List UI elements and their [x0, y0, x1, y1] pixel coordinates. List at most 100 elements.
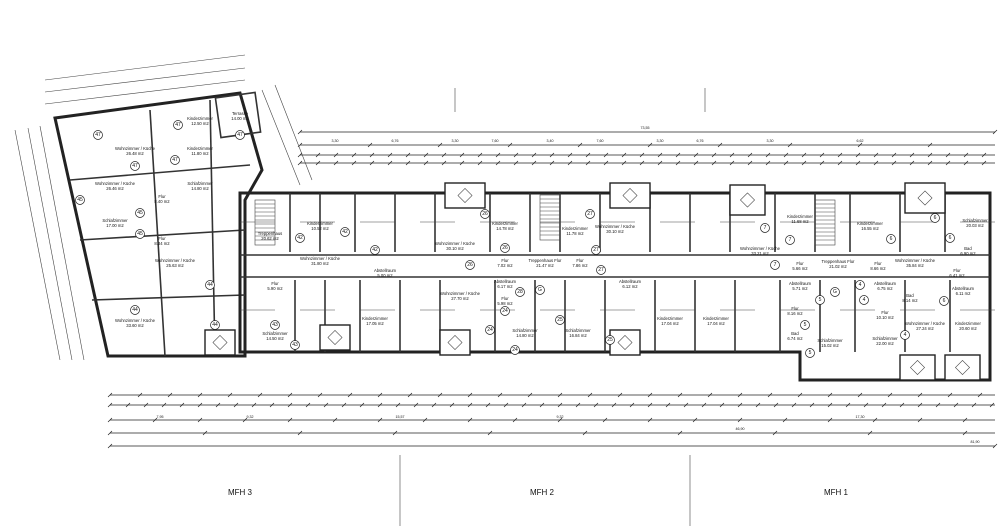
dimension-tick: [819, 160, 825, 166]
unit-number-marker: 43: [270, 320, 280, 330]
unit-number-marker: 25: [605, 335, 615, 345]
dimension-tick: [603, 152, 609, 158]
unit-number-marker: 44: [205, 280, 215, 290]
room-area: 11.78 m2: [566, 231, 584, 236]
wing-dimension-line: [39, 125, 85, 361]
room-area: 31.80 m2: [311, 261, 329, 266]
unit-number: 27: [593, 247, 599, 253]
dimension-tick: [977, 392, 983, 398]
dimension-tick: [539, 402, 545, 408]
unit-number: 25: [607, 337, 613, 343]
dimension-tick: [441, 160, 447, 166]
dimension-tick: [992, 129, 998, 135]
unit-number: 44: [132, 307, 138, 313]
dimension-text: 3,30: [332, 139, 339, 143]
dimension-tick: [947, 392, 953, 398]
wing-wall: [209, 99, 216, 357]
dimension-tick: [693, 152, 699, 158]
room-area: 6.17 m2: [497, 284, 513, 289]
dimension-tick: [167, 392, 173, 398]
room-area: 14.00 m2: [231, 116, 249, 121]
room-area: 17.00 m2: [106, 223, 124, 228]
unit-number-marker: 6: [945, 233, 955, 243]
room-area: 8.66 m2: [870, 266, 886, 271]
dimension-tick: [107, 417, 113, 423]
unit-number: 47: [95, 132, 101, 138]
unit-number: 47: [237, 132, 243, 138]
unit-number: 25: [557, 317, 563, 323]
room-area: 5.71 m2: [792, 286, 808, 291]
dimension-tick: [791, 402, 797, 408]
room-name: Flur: [953, 268, 961, 273]
unit-number: 26: [502, 245, 508, 251]
dimension-tick: [747, 160, 753, 166]
dimension-tick: [647, 417, 653, 423]
building-outline: [238, 191, 992, 382]
dimension-tick: [423, 160, 429, 166]
dimension-tick: [945, 160, 951, 166]
unit-number: 44: [212, 322, 218, 328]
room-area: 8.34 m2: [154, 241, 170, 246]
balcony: [439, 329, 471, 356]
dimension-tick: [737, 392, 743, 398]
balcony: [729, 184, 766, 216]
room-name: Abstellraum: [789, 281, 812, 286]
dimension-tick: [629, 402, 635, 408]
room-area: 11.80 m2: [191, 151, 209, 156]
dimension-tick: [107, 430, 113, 436]
wing-wall: [149, 109, 166, 357]
label-mfh1: MFH 1: [824, 488, 849, 497]
room-name: Abstellraum: [374, 268, 397, 273]
room-area: 33.21 m2: [751, 251, 769, 256]
unit-number-marker: 25: [555, 315, 565, 325]
dimension-tick: [575, 402, 581, 408]
unit-number-marker: 26: [465, 260, 475, 270]
room-area: 6.74 m2: [787, 336, 803, 341]
dimension-tick: [359, 402, 365, 408]
room-name: Flur: [501, 258, 509, 263]
dimension-tick: [242, 417, 248, 423]
dimension-tick: [945, 152, 951, 158]
dimension-tick: [437, 142, 443, 148]
dimension-tick: [647, 392, 653, 398]
dimension-tick: [387, 160, 393, 166]
room-area: 20.62 m2: [261, 236, 279, 241]
dimension-tick: [567, 152, 573, 158]
room-name: Wohnzimmer / Küche: [595, 224, 636, 229]
dimension-text: 6,62: [857, 139, 864, 143]
unit-number: 42: [297, 235, 303, 241]
dimension-tick: [233, 402, 239, 408]
dimension-tick: [801, 152, 807, 158]
dimension-tick: [782, 417, 788, 423]
wing-dimension-line: [44, 67, 246, 93]
room-name: Kinderzimmer: [657, 316, 683, 321]
dimension-tick: [495, 152, 501, 158]
dimension-tick: [495, 160, 501, 166]
dimension-tick: [891, 160, 897, 166]
dimension-tick: [449, 402, 455, 408]
unit-number-marker: 6: [930, 213, 940, 223]
label-mfh2: MFH 2: [530, 488, 555, 497]
dimension-tick: [729, 152, 735, 158]
dimension-tick: [872, 417, 878, 423]
dimension-tick: [665, 402, 671, 408]
balcony: [899, 354, 936, 381]
dimension-tick: [405, 152, 411, 158]
dimension-tick: [197, 392, 203, 398]
unit-number-marker: 45: [135, 229, 145, 239]
wing-wall: [91, 294, 246, 301]
dimension-tick: [497, 392, 503, 398]
dimension-tick: [323, 402, 329, 408]
